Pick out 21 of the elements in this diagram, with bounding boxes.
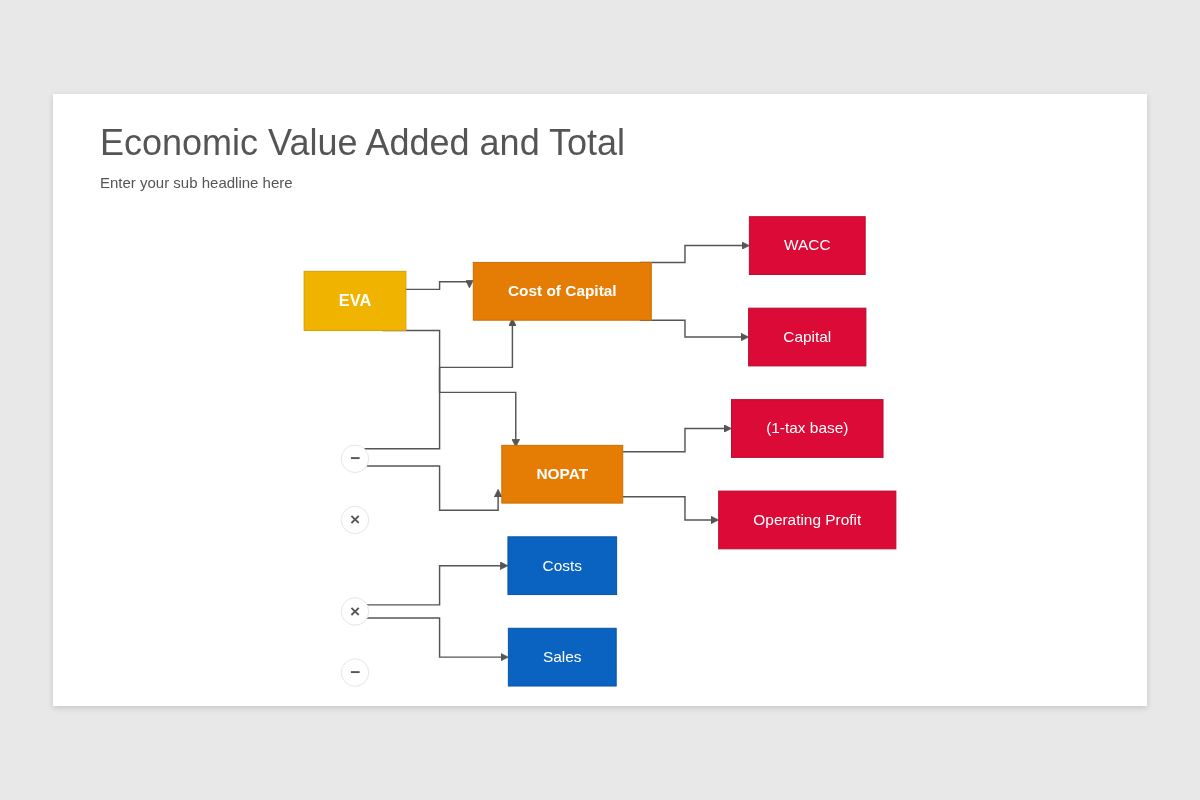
- arrow: [405, 279, 474, 291]
- arrow: [366, 561, 509, 606]
- node-circle: −: [340, 658, 370, 687]
- node-box: NOPAT: [501, 444, 624, 504]
- node-box: Cost of Capital: [472, 261, 652, 321]
- node-box: WACC: [748, 216, 866, 275]
- arrow: [622, 496, 720, 525]
- node-box: Sales: [507, 627, 617, 687]
- node-box: (1-tax base): [731, 399, 884, 458]
- node-box: Operating Profit: [718, 490, 897, 550]
- node-circle: ×: [340, 505, 370, 535]
- title: Economic Value Added and Total: [100, 122, 626, 164]
- node-circle: ×: [340, 597, 370, 626]
- arrow: [366, 617, 509, 662]
- subtitle: Enter your sub headline here: [100, 174, 293, 191]
- node-box: Costs: [507, 536, 618, 596]
- node-box: Capital: [748, 307, 867, 367]
- arrow: [622, 424, 732, 453]
- node-circle: −: [340, 444, 370, 474]
- node-box: EVA: [303, 270, 407, 332]
- arrow: [366, 465, 503, 512]
